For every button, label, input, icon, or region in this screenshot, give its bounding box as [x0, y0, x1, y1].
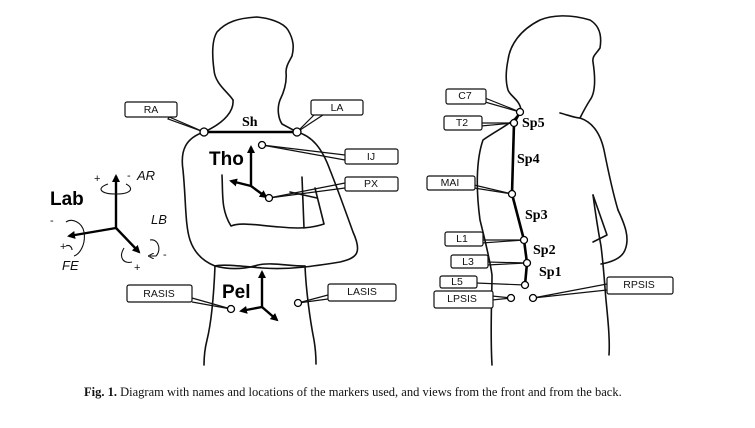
- thorax-frame: Tho: [209, 145, 268, 199]
- marker-point-la: [292, 127, 302, 137]
- ar-minus-sign: -: [127, 170, 131, 182]
- marker-lasis: LASIS: [293, 283, 397, 308]
- back-body-outline: [476, 15, 628, 366]
- marker-point-px: [264, 193, 274, 203]
- marker-l1: L1: [444, 231, 529, 247]
- marker-point-lasis: [293, 298, 303, 308]
- marker-lpsis: LPSIS: [433, 290, 516, 309]
- marker-label-l1: L1: [456, 233, 468, 245]
- ar-plus-sign: +: [94, 173, 100, 185]
- lb-minus-sign: -: [163, 249, 167, 261]
- marker-point-l5: [520, 280, 530, 290]
- sp1-label: Sp1: [539, 265, 562, 280]
- marker-label-t2: T2: [456, 117, 468, 129]
- marker-label-lasis: LASIS: [347, 286, 377, 298]
- pelvis-frame-label: Pel: [222, 282, 251, 303]
- marker-point-rpsis: [528, 293, 538, 303]
- marker-ra: RA: [124, 101, 209, 137]
- marker-la: LA: [292, 99, 364, 137]
- marker-point-ij: [257, 140, 267, 150]
- marker-point-ra: [199, 127, 209, 137]
- marker-ij: IJ: [257, 140, 399, 165]
- sh-segment-label: Sh: [242, 115, 258, 130]
- lab-frame: Lab + - AR LB - + - + FE: [50, 168, 167, 274]
- spine-segments: [510, 111, 529, 286]
- fe-label: FE: [62, 258, 79, 273]
- marker-mai: MAI: [426, 175, 517, 199]
- fe-plus-sign: +: [60, 241, 66, 253]
- marker-label-l3: L3: [462, 256, 474, 268]
- caption-label: Fig. 1.: [84, 385, 117, 399]
- caption-text: Diagram with names and locations of the …: [116, 385, 622, 399]
- marker-label-mai: MAI: [441, 177, 460, 189]
- marker-point-l1: [519, 235, 529, 245]
- fe-rotation-icon: [65, 219, 85, 257]
- thorax-frame-label: Tho: [209, 149, 244, 170]
- marker-point-lpsis: [506, 293, 516, 303]
- pelvis-frame: Pel: [222, 270, 279, 322]
- sp2-label: Sp2: [533, 243, 556, 258]
- lb-plus-sign: +: [134, 262, 140, 274]
- ar-rotation-icon: [100, 183, 132, 195]
- marker-label-px: PX: [364, 178, 378, 190]
- marker-point-rasis: [226, 304, 236, 314]
- marker-point-mai: [507, 189, 517, 199]
- marker-l5: L5: [439, 275, 530, 290]
- marker-t2: T2: [443, 115, 519, 131]
- marker-px: PX: [264, 176, 399, 203]
- marker-point-t2: [509, 118, 519, 128]
- marker-label-rasis: RASIS: [143, 288, 175, 300]
- marker-rpsis: RPSIS: [528, 276, 674, 303]
- sp4-label: Sp4: [517, 152, 540, 167]
- marker-point-c7: [515, 107, 525, 117]
- front-body-outline: [181, 16, 359, 366]
- lb-rotation-icon: [121, 239, 160, 263]
- marker-label-l5: L5: [451, 276, 463, 288]
- marker-diagram: Sh Tho Pel RA LA IJ PX: [50, 15, 674, 366]
- marker-label-rpsis: RPSIS: [623, 279, 655, 291]
- marker-label-ij: IJ: [367, 151, 375, 163]
- marker-label-ra: RA: [144, 104, 159, 116]
- marker-label-c7: C7: [458, 90, 472, 102]
- marker-point-l3: [522, 258, 532, 268]
- lb-label: LB: [151, 212, 167, 227]
- marker-rasis: RASIS: [126, 284, 236, 314]
- marker-c7: C7: [445, 88, 525, 117]
- marker-label-la: LA: [331, 102, 344, 114]
- ar-label: AR: [136, 168, 155, 183]
- marker-l3: L3: [450, 254, 532, 269]
- sp5-label: Sp5: [522, 116, 545, 131]
- sp3-label: Sp3: [525, 208, 548, 223]
- figure-caption: Fig. 1. Diagram with names and locations…: [84, 385, 724, 400]
- fe-minus-sign: -: [50, 215, 54, 227]
- marker-label-lpsis: LPSIS: [447, 293, 477, 305]
- lab-frame-label: Lab: [50, 189, 84, 210]
